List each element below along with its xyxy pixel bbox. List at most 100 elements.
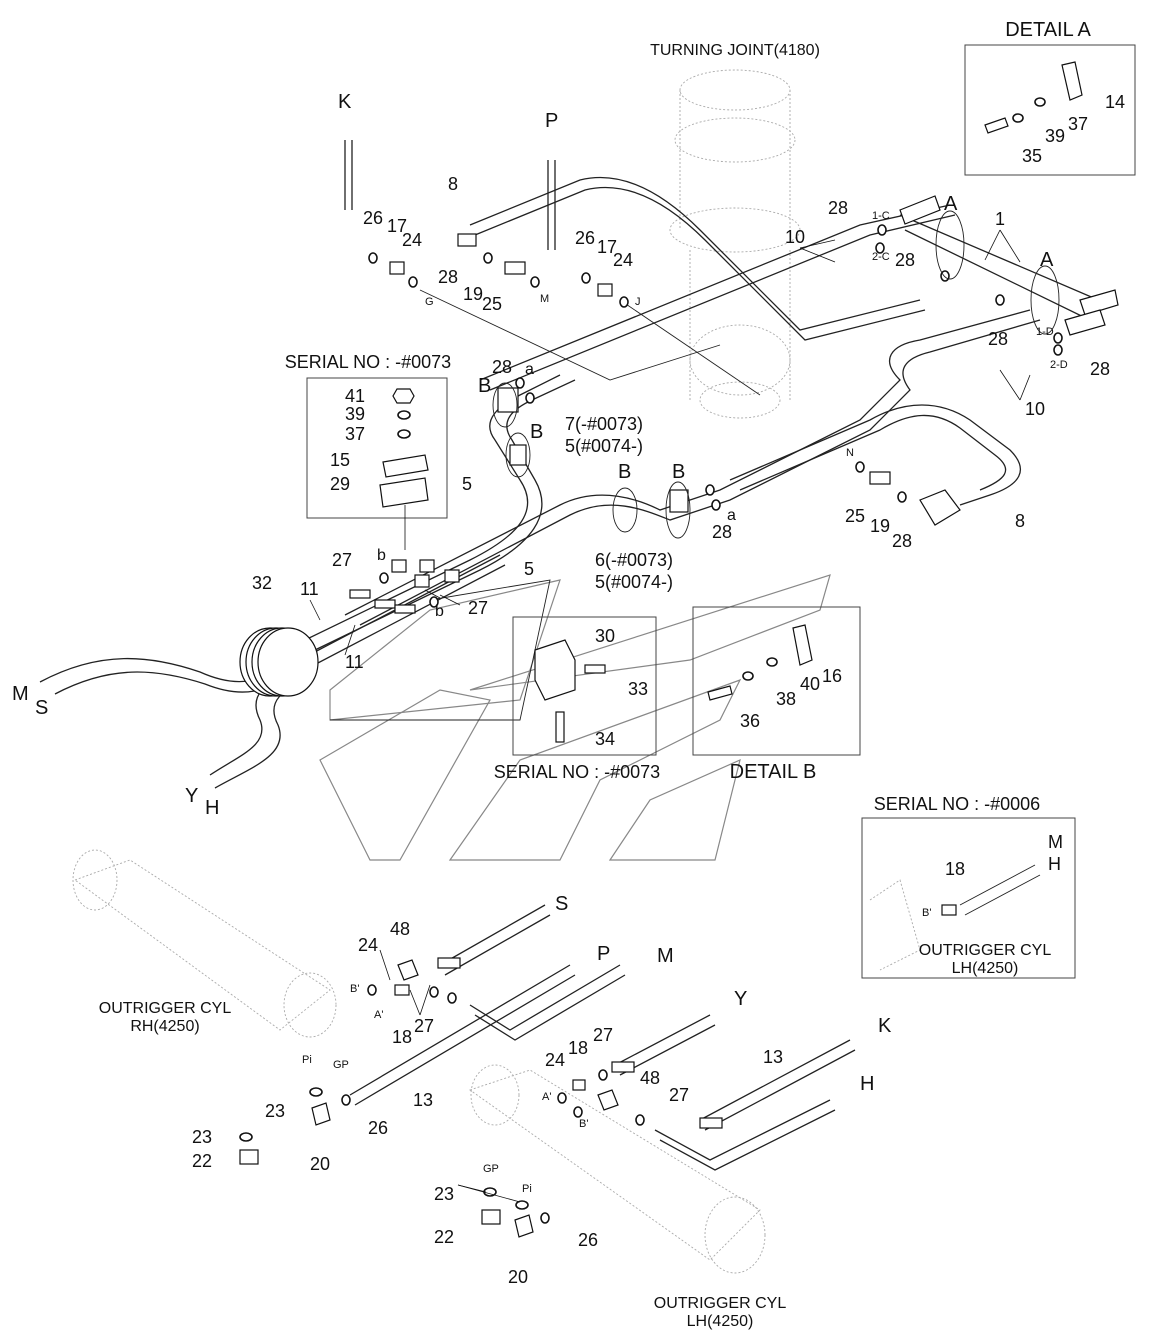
serial-top-label-37: 37	[345, 424, 365, 444]
serial-right-caption-1: OUTRIGGER CYL	[919, 942, 1052, 959]
port-y-bottom: Y	[734, 988, 747, 1010]
port-m-bottom: M	[657, 945, 674, 967]
detail-a-label-37: 37	[1068, 114, 1088, 134]
port-b-1: B	[478, 375, 491, 397]
serial-top-label-41: 41	[345, 386, 365, 406]
callout-23a: 23	[265, 1101, 285, 1121]
port-b-small-2: b	[435, 603, 444, 620]
port-p-top: P	[545, 110, 558, 132]
turning-joint-title: TURNING JOINT(4180)	[650, 42, 820, 59]
callout-27e: 27	[669, 1085, 689, 1105]
detail-b-label-36: 36	[740, 711, 760, 731]
callout-17a: 17	[387, 216, 407, 236]
outrigger-cylinder-rh: OUTRIGGER CYL RH(4250)	[72, 849, 337, 1038]
detail-a-panel: DETAIL A 14 37 39 35	[964, 19, 1136, 176]
serial-top-label-29: 29	[330, 474, 350, 494]
fitting-cluster	[349, 559, 460, 614]
detail-a-label-35: 35	[1022, 146, 1042, 166]
port-j: J	[635, 296, 641, 308]
port-2d: 2-D	[1050, 359, 1068, 371]
callout-7: 7(-#0073)	[565, 414, 643, 434]
detail-b-panel: DETAIL B 16 40 38 36	[692, 606, 861, 783]
serial-mid-label-30: 30	[595, 626, 615, 646]
callout-23b: 23	[192, 1127, 212, 1147]
port-pi-rh: Pi	[302, 1054, 312, 1066]
serial-box-top-title: SERIAL NO : -#0073	[285, 352, 451, 372]
port-b-small-1: b	[377, 547, 386, 564]
callout-24c: 24	[358, 935, 378, 955]
callout-19b: 19	[870, 516, 890, 536]
callout-5d: 5(#0074-)	[595, 572, 673, 592]
callout-13b: 13	[763, 1047, 783, 1067]
callout-18a: 18	[392, 1027, 412, 1047]
outrigger-rh-line2: RH(4250)	[130, 1018, 199, 1035]
serial-right-caption-2: LH(4250)	[952, 960, 1019, 977]
serial-right-port: B'	[922, 907, 931, 919]
callout-20b: 20	[508, 1267, 528, 1287]
outrigger-rh-line1: OUTRIGGER CYL	[99, 1000, 232, 1017]
callout-6: 6(-#0073)	[595, 550, 673, 570]
callout-28b: 28	[895, 250, 915, 270]
port-gp-rh: GP	[333, 1059, 349, 1071]
detail-b-label-38: 38	[776, 689, 796, 709]
watermark-logo	[319, 574, 831, 861]
callout-28h: 28	[892, 531, 912, 551]
port-a-small-1: a	[525, 361, 534, 378]
port-m-mid: M	[540, 293, 549, 305]
detail-b-title: DETAIL B	[730, 761, 817, 783]
callout-22b: 22	[434, 1227, 454, 1247]
callout-22a: 22	[192, 1151, 212, 1171]
serial-top-label-15: 15	[330, 450, 350, 470]
port-y-left: Y	[185, 785, 198, 807]
lower-hoses	[239, 904, 856, 1238]
detail-b-label-16: 16	[822, 666, 842, 686]
callout-13a: 13	[413, 1090, 433, 1110]
port-h-left: H	[205, 797, 219, 819]
port-p-bottom: P	[597, 943, 610, 965]
turning-joint-outline: TURNING JOINT(4180)	[650, 42, 820, 419]
outrigger-cylinder-lh: OUTRIGGER CYL LH(4250)	[469, 1064, 786, 1330]
port-m-left: M	[12, 683, 29, 705]
callout-1: 1	[995, 209, 1005, 229]
port-bprime-lh: B'	[579, 1118, 588, 1130]
serial-box-mid-title: SERIAL NO : -#0073	[494, 762, 660, 782]
callout-17b: 17	[597, 237, 617, 257]
callout-28a: 28	[828, 198, 848, 218]
callout-5b: 5	[524, 559, 534, 579]
callout-24a: 24	[402, 230, 422, 250]
callout-28f: 28	[1090, 359, 1110, 379]
callout-26b: 26	[575, 228, 595, 248]
callout-20a: 20	[310, 1154, 330, 1174]
port-h-bottom: H	[860, 1073, 874, 1095]
port-aprime-lh: A'	[542, 1091, 551, 1103]
port-s-left: S	[35, 697, 48, 719]
callout-23c: 23	[434, 1184, 454, 1204]
callout-18b: 18	[568, 1038, 588, 1058]
hose-clamp-32	[239, 627, 319, 697]
callout-8a: 8	[448, 174, 458, 194]
port-g: G	[425, 296, 434, 308]
port-k-top: K	[338, 91, 352, 113]
port-gp-lh: GP	[483, 1163, 499, 1175]
callout-8b: 8	[1015, 511, 1025, 531]
port-2c: 2-C	[872, 251, 890, 263]
callout-5c: 5(#0074-)	[565, 436, 643, 456]
callout-10b: 10	[1025, 399, 1045, 419]
port-letters: K P M S Y H S P M Y K H A A B B B B a a …	[12, 91, 1068, 1195]
callout-11a: 11	[300, 579, 319, 599]
serial-top-label-39: 39	[345, 404, 365, 424]
leader-lines	[309, 229, 1031, 1203]
callout-27c: 27	[414, 1016, 434, 1036]
callout-25b: 25	[845, 506, 865, 526]
port-b-3: B	[618, 461, 631, 483]
port-1d: 1-D	[1036, 326, 1054, 338]
callout-19a: 19	[463, 284, 483, 304]
callout-10a: 10	[785, 227, 805, 247]
callout-32: 32	[252, 573, 272, 593]
detail-a-title: DETAIL A	[1005, 19, 1091, 41]
callout-26a: 26	[363, 208, 383, 228]
callout-28g: 28	[712, 522, 732, 542]
serial-box-top: SERIAL NO : -#0073 41 39 37 15 29	[285, 352, 451, 550]
port-pi-lh: Pi	[522, 1183, 532, 1195]
serial-right-letter-h: H	[1048, 854, 1061, 874]
